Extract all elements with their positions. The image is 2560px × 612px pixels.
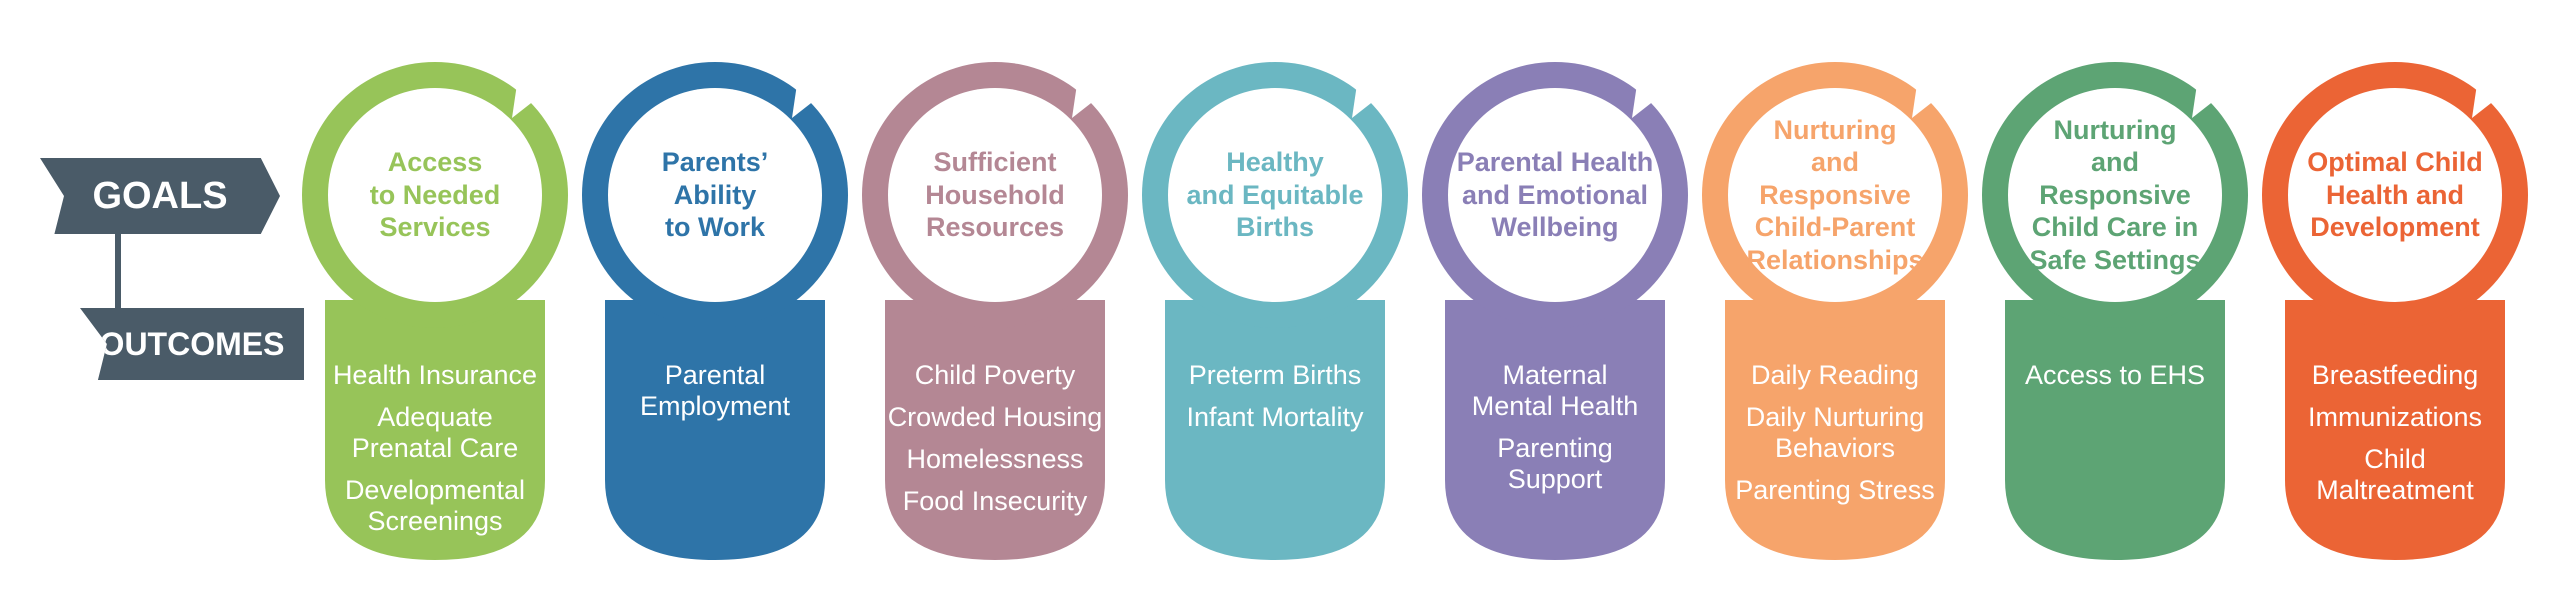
outcome-item: Crowded Housing <box>887 402 1103 433</box>
goal-shape <box>302 62 568 560</box>
goal-shape <box>1142 62 1408 560</box>
outcome-item: Preterm Births <box>1188 360 1362 390</box>
outcome-item: Daily Reading <box>1750 360 1920 390</box>
goal-disc <box>2288 88 2502 302</box>
outcome-tab <box>2005 300 2225 560</box>
outcome-item: Parenting Stress <box>1735 475 1935 506</box>
ring-notch <box>1632 84 1655 118</box>
ring-notch <box>1352 84 1375 118</box>
outcome-item: Food Insecurity <box>902 486 1088 517</box>
ring-notch <box>1912 84 1935 118</box>
outcome-tab <box>605 300 825 560</box>
goal-disc <box>888 88 1102 302</box>
outcome-item: Health Insurance <box>332 360 538 390</box>
goal-disc <box>328 88 542 302</box>
goal-shape <box>1702 62 1968 560</box>
outcome-item: Access to EHS <box>2024 360 2206 390</box>
ring-notch <box>1072 84 1095 118</box>
ring-notch <box>2192 84 2215 118</box>
goal-disc <box>1728 88 1942 302</box>
outcome-tab <box>2285 300 2505 560</box>
goals-outcomes-connector <box>115 234 121 312</box>
goal-shape <box>1422 62 1688 560</box>
outcome-item: Infant Mortality <box>1186 402 1364 433</box>
goal-shape <box>862 62 1128 560</box>
outcome-tab <box>1725 300 1945 560</box>
goal-shape <box>2262 62 2528 560</box>
outcome-item: Homelessness <box>906 444 1084 475</box>
goal-shape <box>1982 62 2248 560</box>
ring-notch <box>2472 84 2495 118</box>
outcomes-label: OUTCOMES <box>80 308 304 380</box>
goal-disc <box>1448 88 1662 302</box>
outcome-list: Access to EHS <box>1995 360 2235 402</box>
ring-notch <box>512 84 535 118</box>
outcome-tab <box>885 300 1105 560</box>
goals-label: GOALS <box>40 158 280 234</box>
outcome-item: Immunizations <box>2307 402 2483 433</box>
goal-disc <box>608 88 822 302</box>
goal-disc <box>1168 88 1382 302</box>
outcome-item: Breastfeeding <box>2311 360 2479 390</box>
outcome-tab <box>325 300 545 560</box>
outcome-tab <box>1165 300 1385 560</box>
goal-disc <box>2008 88 2222 302</box>
outcome-tab <box>1445 300 1665 560</box>
ring-notch <box>792 84 815 118</box>
goal-shape <box>582 62 848 560</box>
outcome-item: Child Poverty <box>914 360 1076 390</box>
